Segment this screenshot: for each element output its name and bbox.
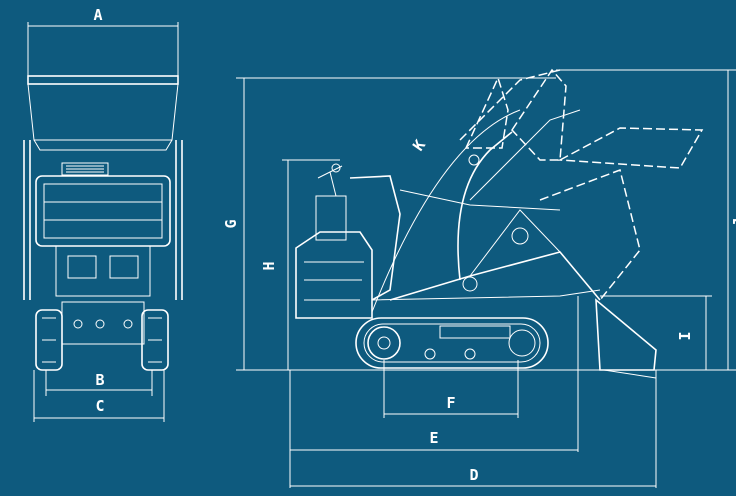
body-inner (43, 183, 163, 239)
bucket-bottom (33, 139, 173, 151)
left-track-treads (42, 317, 56, 363)
control-handles (317, 165, 343, 197)
dim-label-d: D (469, 466, 478, 484)
bucket-lip (27, 75, 179, 85)
side-view: G H J I K (222, 68, 736, 488)
track-outline (355, 317, 549, 369)
chassis-right-block (109, 255, 139, 279)
arm-pivot (462, 276, 478, 292)
track-inner (363, 323, 541, 363)
arm-lowered (389, 251, 601, 301)
front-view: A B C (23, 6, 183, 422)
idler-wheel (508, 329, 536, 357)
arm-raised-dashed (539, 169, 641, 301)
track-tensioner (439, 325, 511, 339)
bucket-body (27, 83, 179, 141)
front-grille (61, 162, 109, 176)
bucket-lowered (595, 298, 657, 371)
dim-label-j: J (730, 217, 736, 226)
arm-raised (457, 131, 513, 281)
bolt-right (123, 319, 133, 329)
bucket-raised-2 (511, 68, 567, 161)
arm-raised-link (469, 109, 581, 201)
arm-raised-dashed-2 (459, 69, 561, 141)
left-track (35, 309, 63, 371)
left-arm (23, 140, 31, 300)
bucket-raised-1 (464, 75, 509, 149)
operator-guard (349, 175, 401, 301)
dim-label-k: K (409, 137, 429, 155)
bolt-center (95, 319, 105, 329)
dim-label-c: C (95, 397, 104, 415)
dim-k-arc (371, 109, 521, 313)
raised-pivot (468, 154, 480, 166)
handle-knob (331, 163, 341, 173)
bucket-edge (603, 369, 657, 379)
right-arm (175, 140, 183, 300)
bucket-raised-3 (557, 127, 704, 169)
dim-label-g: G (222, 219, 240, 228)
roller-2 (464, 348, 476, 360)
body-frame (35, 175, 171, 247)
body-ribs (44, 201, 162, 221)
dim-label-h: H (260, 261, 278, 270)
body-panels (304, 261, 364, 301)
engine-body (295, 231, 373, 319)
bolt-left (73, 319, 83, 329)
chassis-frame (371, 289, 601, 301)
grille-slats (66, 165, 104, 173)
dim-label-a: A (93, 6, 102, 24)
right-track (141, 309, 169, 371)
right-track-treads (148, 317, 162, 363)
arm-link (469, 209, 561, 277)
arm-cylinder-pivot (511, 227, 529, 245)
dim-label-b: B (95, 371, 104, 389)
chassis-left-block (67, 255, 97, 279)
control-tower (315, 195, 347, 241)
drive-sprocket (367, 326, 401, 360)
drive-sprocket-hub (377, 336, 391, 350)
chassis (55, 245, 151, 297)
dim-label-e: E (429, 429, 438, 447)
dim-label-i: I (676, 331, 694, 340)
dim-label-f: F (446, 394, 455, 412)
hydraulic-line (399, 189, 561, 211)
roller-1 (424, 348, 436, 360)
